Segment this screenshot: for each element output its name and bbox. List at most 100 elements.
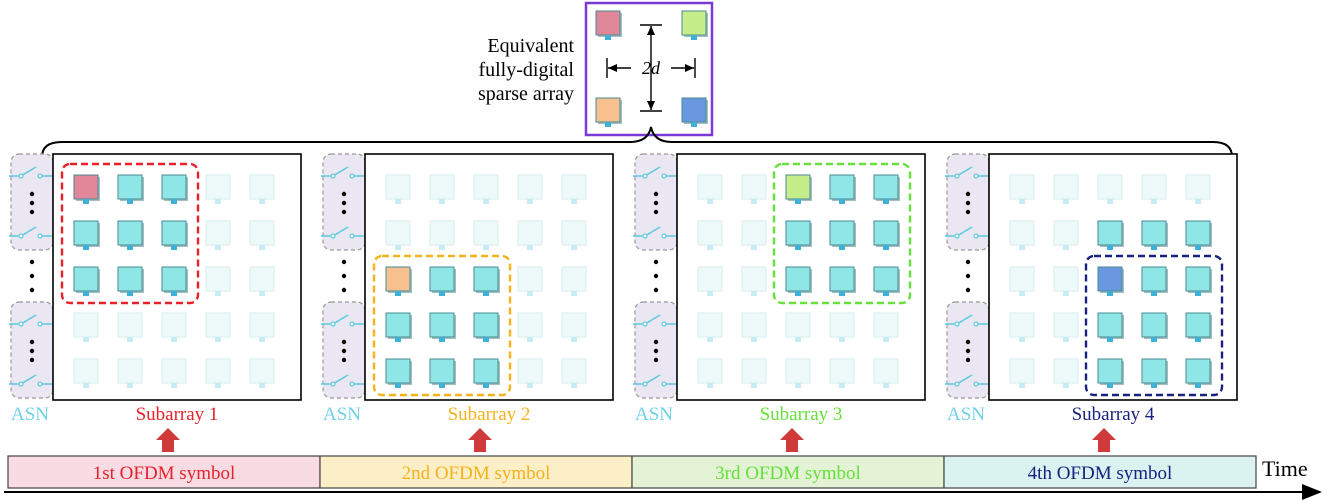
subarray-selection-box	[372, 254, 512, 397]
inactive-antenna	[1009, 174, 1035, 204]
ellipsis-dot	[341, 191, 347, 197]
ellipsis-dot	[341, 259, 347, 265]
ellipsis-dot	[965, 287, 971, 293]
active-antenna	[785, 266, 812, 296]
equivalent-antenna-1	[595, 10, 622, 40]
ellipsis-dot	[29, 287, 35, 293]
asn-switch	[321, 314, 364, 327]
inactive-antenna	[249, 220, 275, 250]
active-antenna	[1141, 220, 1168, 250]
active-antenna	[73, 220, 100, 250]
ofdm-symbol-3: 3rd OFDM symbol	[631, 455, 945, 489]
inactive-antenna	[697, 312, 723, 342]
ellipsis-dot	[653, 259, 659, 265]
inactive-antenna	[697, 266, 723, 296]
ellipsis-dot	[29, 339, 35, 345]
active-antenna	[1097, 266, 1124, 296]
ellipsis-dot	[29, 200, 35, 206]
inactive-antenna	[829, 312, 855, 342]
vertical-dimension-arrow-top	[647, 26, 655, 35]
inactive-antenna	[1009, 358, 1035, 388]
inactive-antenna	[517, 312, 543, 342]
ofdm-symbol-label: 1st OFDM symbol	[93, 463, 236, 484]
ellipsis-dot	[29, 259, 35, 265]
active-antenna	[873, 266, 900, 296]
asn-switch	[321, 166, 364, 179]
inactive-antenna	[829, 358, 855, 388]
ellipsis-dot	[653, 209, 659, 215]
inactive-antenna	[785, 358, 811, 388]
active-antenna	[1185, 266, 1212, 296]
asn-switch	[945, 166, 988, 179]
ofdm-symbol-2: 2nd OFDM symbol	[319, 455, 633, 489]
subarray-selection-box	[772, 162, 912, 305]
asn-switch	[633, 314, 676, 327]
asn-switch	[9, 374, 52, 387]
inactive-antenna	[741, 266, 767, 296]
inactive-antenna	[697, 174, 723, 204]
ofdm-symbol-label: 3rd OFDM symbol	[715, 463, 861, 484]
ellipsis-dot	[29, 357, 35, 363]
inactive-antenna	[741, 312, 767, 342]
ellipsis-dot	[965, 339, 971, 345]
inactive-antenna	[73, 358, 99, 388]
ellipsis-dot	[29, 209, 35, 215]
inactive-antenna	[1053, 266, 1079, 296]
inactive-antenna	[741, 220, 767, 250]
ellipsis-dot	[29, 273, 35, 279]
ellipsis-dot	[341, 209, 347, 215]
active-antenna	[385, 358, 412, 388]
inactive-antenna	[1009, 312, 1035, 342]
asn-switch	[945, 314, 988, 327]
asn-switch	[9, 314, 52, 327]
active-antenna	[385, 312, 412, 342]
asn-label: ASN	[635, 404, 673, 425]
active-antenna	[873, 174, 900, 204]
active-antenna	[429, 266, 456, 296]
inactive-antenna	[873, 358, 899, 388]
subarray-label: Subarray 1	[136, 404, 219, 425]
active-antenna	[117, 266, 144, 296]
inactive-antenna	[249, 312, 275, 342]
ellipsis-dot	[341, 200, 347, 206]
active-antenna	[1185, 358, 1212, 388]
ellipsis-dot	[29, 191, 35, 197]
active-antenna	[473, 266, 500, 296]
asn-label: ASN	[323, 404, 361, 425]
asn-label: ASN	[11, 404, 49, 425]
inactive-antenna	[205, 266, 231, 296]
horizontal-dimension-arrow-right	[685, 64, 694, 72]
equivalent-antenna-3	[681, 10, 708, 40]
time-axis-label: Time	[1262, 456, 1308, 481]
asn-switch	[945, 374, 988, 387]
active-antenna	[1141, 266, 1168, 296]
asn-switch	[9, 166, 52, 179]
up-arrow-icon	[468, 428, 492, 452]
active-antenna	[473, 358, 500, 388]
subarray-selection-box	[60, 162, 200, 305]
active-antenna	[1141, 312, 1168, 342]
equivalent-antenna-2	[595, 97, 622, 127]
inactive-antenna	[1185, 174, 1211, 204]
ellipsis-dot	[341, 287, 347, 293]
active-antenna	[1185, 312, 1212, 342]
inactive-antenna	[73, 312, 99, 342]
ellipsis-dot	[29, 348, 35, 354]
subarray-panel-1: ASN Subarray 1	[9, 153, 302, 452]
active-antenna	[161, 220, 188, 250]
active-antenna	[473, 312, 500, 342]
inactive-antenna	[385, 174, 411, 204]
active-antenna	[117, 220, 144, 250]
ellipsis-dot	[965, 259, 971, 265]
equivalent-label-line3: sparse array	[478, 83, 574, 105]
inactive-antenna	[1053, 358, 1079, 388]
inactive-antenna	[117, 312, 143, 342]
ellipsis-dot	[653, 348, 659, 354]
ofdm-symbol-label: 4th OFDM symbol	[1028, 463, 1173, 484]
asn-switch	[9, 226, 52, 239]
inactive-antenna	[741, 358, 767, 388]
horizontal-dimension-arrow-left	[608, 64, 617, 72]
ellipsis-dot	[653, 191, 659, 197]
subarray-selection-box	[1084, 254, 1224, 397]
